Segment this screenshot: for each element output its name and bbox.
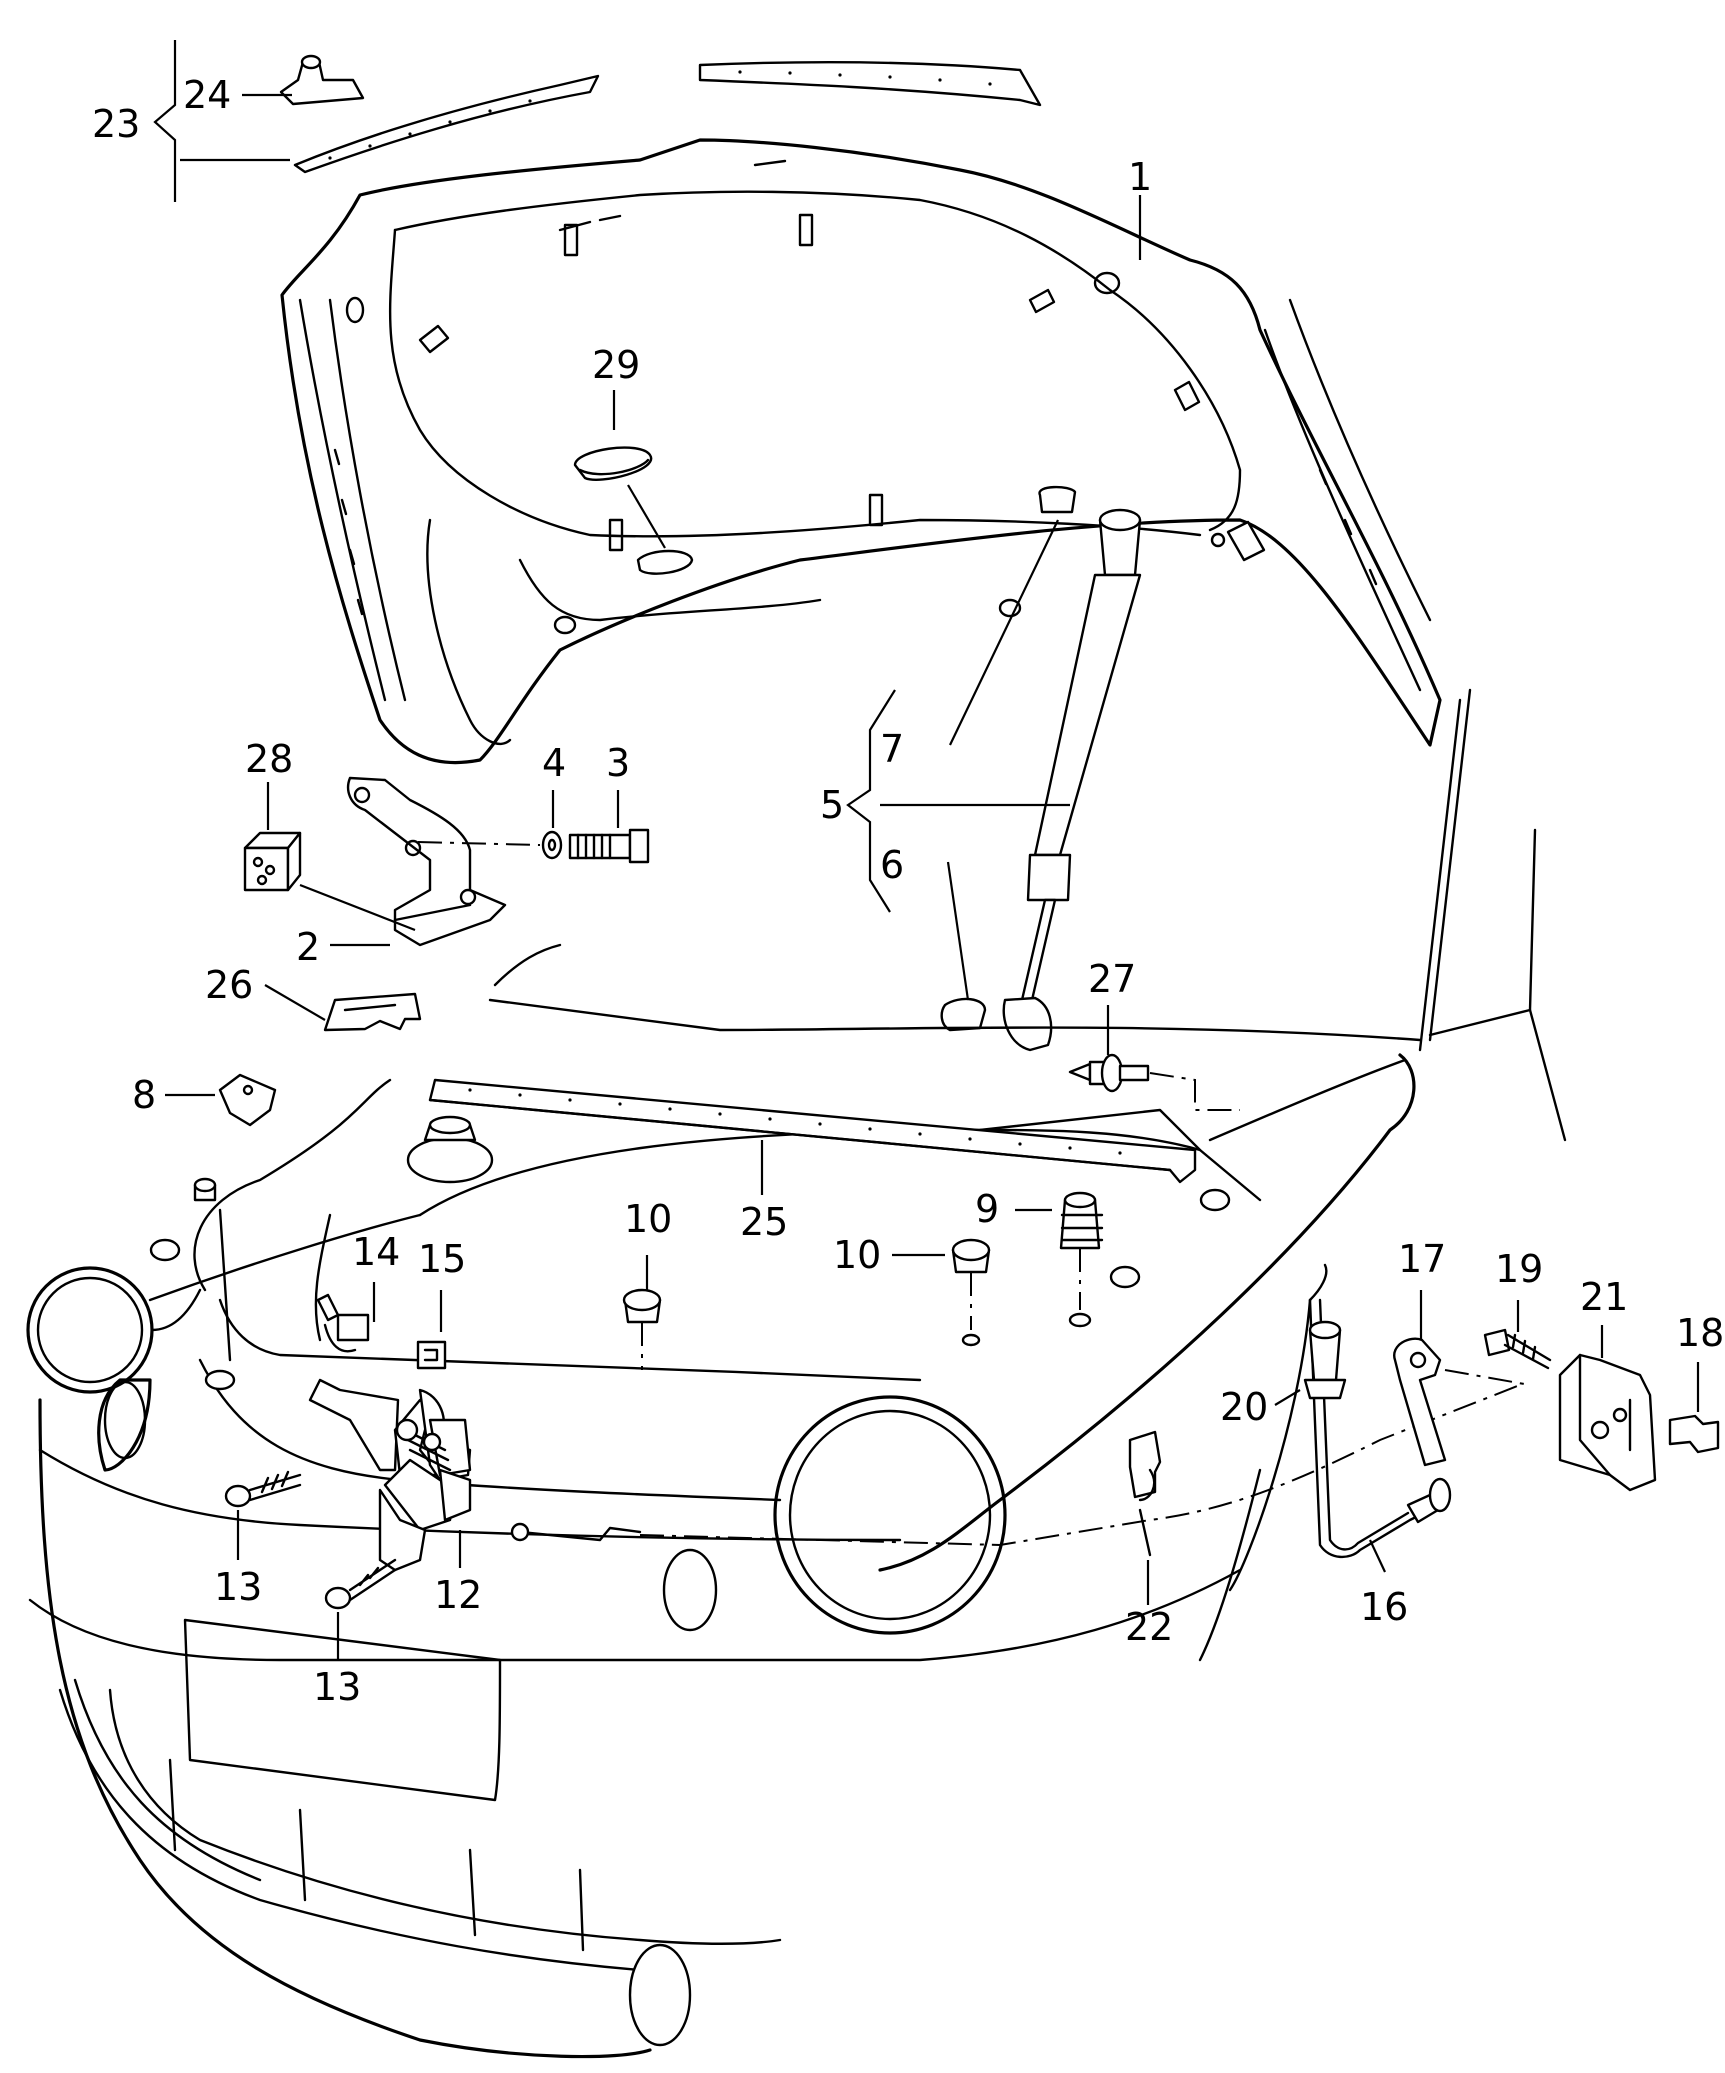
callout-8: 8 — [132, 1073, 156, 1117]
clip-24 — [279, 54, 365, 106]
clip-8 — [218, 1073, 277, 1127]
callout-labels: 1 2 3 4 5 6 7 8 9 10 10 12 13 13 14 15 1… — [92, 73, 1724, 1709]
leader-7 — [949, 519, 1059, 746]
callout-9: 9 — [975, 1187, 999, 1231]
callout-12: 12 — [434, 1573, 482, 1617]
callout-22: 22 — [1125, 1605, 1173, 1649]
callout-29: 29 — [592, 343, 640, 387]
bump-stop-10b — [951, 1238, 991, 1347]
callout-14: 14 — [352, 1230, 400, 1274]
screw-19 — [1483, 1328, 1552, 1370]
callout-10b: 10 — [833, 1233, 881, 1277]
callout-2: 2 — [296, 925, 320, 969]
bump-stop-9 — [1059, 1191, 1104, 1328]
leader-16 — [1369, 1539, 1386, 1573]
hood-panel — [280, 138, 1442, 765]
callout-5: 5 — [820, 783, 844, 827]
fill-caps — [149, 1177, 1231, 1391]
callout-17: 17 — [1398, 1237, 1446, 1281]
screw-13a — [224, 1470, 302, 1508]
bracket-5 — [846, 689, 896, 913]
callout-26: 26 — [205, 963, 253, 1007]
lever-bracket-21 — [1558, 1353, 1657, 1492]
callout-25: 25 — [740, 1200, 788, 1244]
switch-14 — [316, 1293, 370, 1353]
callout-10a: 10 — [624, 1197, 672, 1241]
grommet-20 — [1303, 1320, 1347, 1400]
apron-mount — [406, 1115, 494, 1184]
leader-6 — [946, 861, 970, 1001]
callout-13b: 13 — [313, 1665, 361, 1709]
callout-24: 24 — [183, 73, 231, 117]
clip-22 — [1128, 1430, 1162, 1557]
bracket-23 — [153, 40, 177, 202]
buffer-28 — [243, 831, 302, 892]
hood-seal-strips — [293, 61, 1042, 174]
release-cable-16 — [510, 1263, 1521, 1559]
callout-3: 3 — [606, 741, 630, 785]
callout-4: 4 — [542, 741, 566, 785]
callout-20: 20 — [1220, 1385, 1268, 1429]
callout-18: 18 — [1676, 1311, 1724, 1355]
callout-23: 23 — [92, 102, 140, 146]
callout-27: 27 — [1088, 957, 1136, 1001]
centerline-hinge — [417, 841, 541, 846]
callout-1: 1 — [1128, 155, 1152, 199]
clip-26 — [323, 992, 422, 1032]
grommet-29 — [573, 446, 694, 575]
leader-26 — [264, 984, 326, 1021]
bolt-3 — [568, 828, 650, 864]
callout-21: 21 — [1580, 1275, 1628, 1319]
callout-19: 19 — [1495, 1247, 1543, 1291]
release-lever-17 — [1393, 1337, 1531, 1467]
clip-18 — [1668, 1414, 1720, 1454]
clip-15 — [416, 1340, 447, 1370]
seal-25-dots — [468, 1088, 1122, 1155]
callout-6: 6 — [880, 843, 904, 887]
callout-15: 15 — [418, 1237, 466, 1281]
callout-7: 7 — [880, 727, 904, 771]
latch-12 — [308, 1378, 472, 1572]
hinge-2 — [346, 776, 507, 947]
ball-stud-27 — [1068, 1053, 1240, 1111]
callout-16: 16 — [1360, 1585, 1408, 1629]
leader-20 — [1274, 1389, 1301, 1406]
vehicle-front-body — [26, 688, 1567, 2059]
screw-13b — [324, 1558, 397, 1610]
callout-13a: 13 — [214, 1565, 262, 1609]
leader-28b — [299, 883, 416, 932]
bump-stop-10a — [622, 1288, 662, 1370]
callout-28: 28 — [245, 737, 293, 781]
washer-4 — [541, 830, 563, 860]
